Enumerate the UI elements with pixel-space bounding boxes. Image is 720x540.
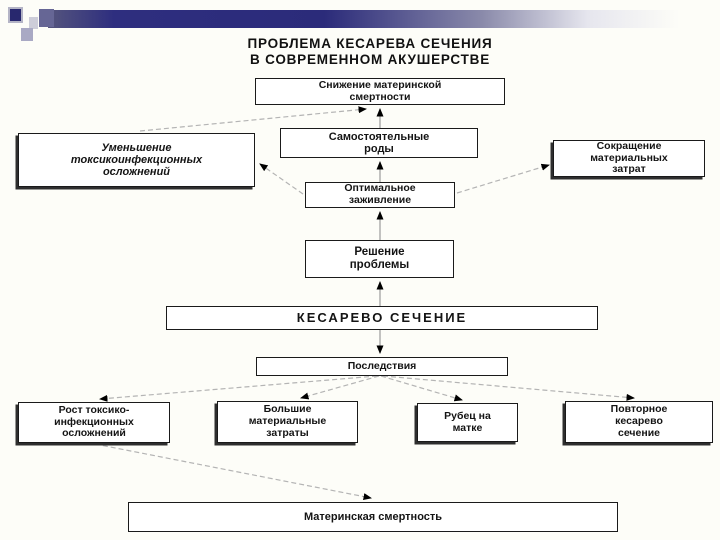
node-kesarevo-sechenie: КЕСАРЕВО СЕЧЕНИЕ xyxy=(166,306,598,330)
node-sokrashchenie-zatrat: Сокращение материальных затрат xyxy=(553,140,705,177)
accent-square-lavender-icon xyxy=(21,28,33,41)
node-rost-oslozhneniy: Рост токсико- инфекционных осложнений xyxy=(18,402,170,443)
accent-square-slate-icon xyxy=(39,9,54,27)
side-benefit-arrows xyxy=(139,106,550,195)
mortality-arrow xyxy=(94,443,372,500)
node-povtornoe-kesarevo: Повторное кесарево сечение xyxy=(565,401,713,443)
node-materinskaya-smertnost: Материнская смертность xyxy=(128,502,618,532)
node-snizhenie-smertnosti: Снижение материнской смертности xyxy=(255,78,505,105)
accent-square-light-icon xyxy=(29,17,38,29)
consequence-fanout-arrows xyxy=(99,375,635,402)
slide-title: ПРОБЛЕМА КЕСАРЕВА СЕЧЕНИЯ В СОВРЕМЕННОМ … xyxy=(247,36,493,68)
accent-bar xyxy=(48,10,706,28)
node-bolshie-zatraty: Большие материальные затраты xyxy=(217,401,358,443)
node-optimalnoe-zazhivlenie: Оптимальное заживление xyxy=(305,182,455,208)
node-posledstviya: Последствия xyxy=(256,357,508,376)
node-umenshenie-oslozhneniy: Уменьшение токсикоинфекционных осложнени… xyxy=(18,133,255,187)
accent-square-navy-icon xyxy=(8,7,23,23)
node-reshenie-problemy: Решение проблемы xyxy=(305,240,454,278)
node-samostoyatelnye-rody: Самостоятельные роды xyxy=(280,128,478,158)
node-rubets-na-matke: Рубец на матке xyxy=(417,403,518,442)
